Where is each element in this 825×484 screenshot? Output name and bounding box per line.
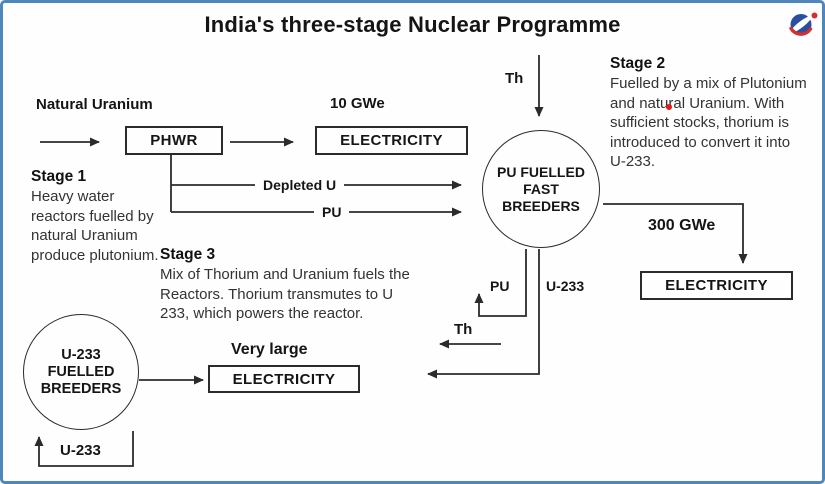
- stage1-heading: Stage 1: [31, 168, 87, 185]
- u233-breeders-line1: U-233: [61, 346, 101, 363]
- phwr-node: PHWR: [125, 126, 223, 155]
- electricity-node-stage3: ELECTRICITY: [208, 365, 360, 393]
- label-natural-uranium: Natural Uranium: [36, 96, 153, 113]
- label-pu-feed: PU: [314, 204, 350, 220]
- stage1-body: Heavy water reactors fuelled by natural …: [31, 188, 159, 264]
- connector-layer: [34, 55, 748, 467]
- label-thorium-return: Th: [454, 321, 473, 338]
- stage2-heading: Stage 2: [610, 55, 666, 72]
- electricity-node-stage2: ELECTRICITY: [640, 271, 793, 300]
- arrow-fast-breeders-to-electricity: [603, 203, 748, 264]
- page-title: India's three-stage Nuclear Programme: [204, 12, 621, 37]
- label-pu-recycle: PU: [490, 278, 510, 294]
- fast-breeders-line1: PU FUELLED: [497, 163, 585, 180]
- stage3-heading: Stage 3: [160, 246, 216, 263]
- label-u233-output: U-233: [546, 278, 585, 294]
- fast-breeders-node: PU FUELLED FAST BREEDERS: [482, 130, 600, 248]
- u233-breeders-line2: FUELLED: [47, 363, 115, 380]
- label-300-gwe: 300 GWe: [648, 217, 716, 234]
- electricity-node-stage1: ELECTRICITY: [315, 126, 468, 155]
- label-10-gwe: 10 GWe: [330, 95, 385, 112]
- stage2-body: Fuelled by a mix of Plutonium and natura…: [610, 75, 807, 170]
- u233-breeders-line3: BREEDERS: [40, 380, 122, 397]
- fast-breeders-line3: BREEDERS: [502, 197, 580, 214]
- arrow-u233-output: [427, 249, 540, 379]
- stage3-body: Mix of Thorium and Uranium fuels the Rea…: [160, 266, 410, 322]
- arrow-u233-recycle-loop: [34, 431, 134, 467]
- label-depleted-u: Depleted U: [255, 177, 345, 193]
- stray-red-dot: [666, 104, 672, 110]
- fast-breeders-line2: FAST: [523, 180, 559, 197]
- brand-swirl-logo-icon: [789, 12, 818, 36]
- arrow-pu-recycle: [474, 249, 527, 317]
- label-very-large: Very large: [231, 341, 308, 358]
- label-thorium-input: Th: [505, 70, 524, 87]
- u233-breeders-node: U-233 FUELLED BREEDERS: [23, 314, 139, 430]
- label-u233-recycle: U-233: [60, 442, 101, 459]
